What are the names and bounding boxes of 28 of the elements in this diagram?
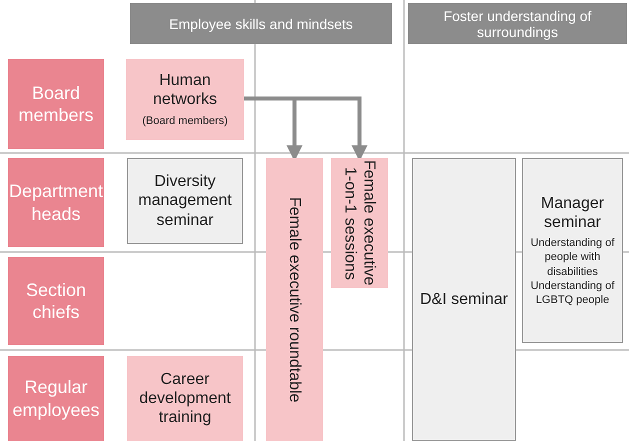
program-box	[412, 158, 516, 441]
row-header	[8, 356, 104, 441]
program-box	[126, 59, 244, 140]
box-label: Female executive roundtable	[285, 196, 304, 402]
box-label: Board members	[17, 82, 94, 126]
box-label: Female executive 1-on-1 sessions	[340, 159, 379, 288]
program-box	[127, 158, 243, 244]
row-header	[8, 158, 104, 247]
row-header	[8, 59, 104, 149]
box-note: Understanding of people with disabilities Understanding of LGBTQ people	[530, 236, 616, 308]
box-label: Manager seminar	[540, 194, 606, 232]
column-header	[130, 3, 392, 44]
row-header	[8, 257, 104, 345]
box-note: (Board members)	[142, 114, 228, 128]
box-label: Diversity management seminar	[137, 172, 233, 230]
column-header	[408, 3, 627, 44]
program-box	[522, 158, 623, 343]
box-label: Employee skills and mindsets	[169, 16, 353, 32]
box-label: Regular employees	[11, 376, 101, 421]
program-box	[331, 158, 388, 288]
box-label: Career development training	[138, 370, 232, 428]
box-label: Human networks	[152, 71, 218, 110]
box-label: Department heads	[8, 180, 104, 225]
box-label: D&I seminar	[420, 290, 508, 310]
box-label: Foster understanding of surroundings	[442, 8, 592, 40]
program-box	[127, 356, 243, 441]
box-label: Section chiefs	[24, 278, 88, 324]
program-box	[266, 158, 323, 441]
